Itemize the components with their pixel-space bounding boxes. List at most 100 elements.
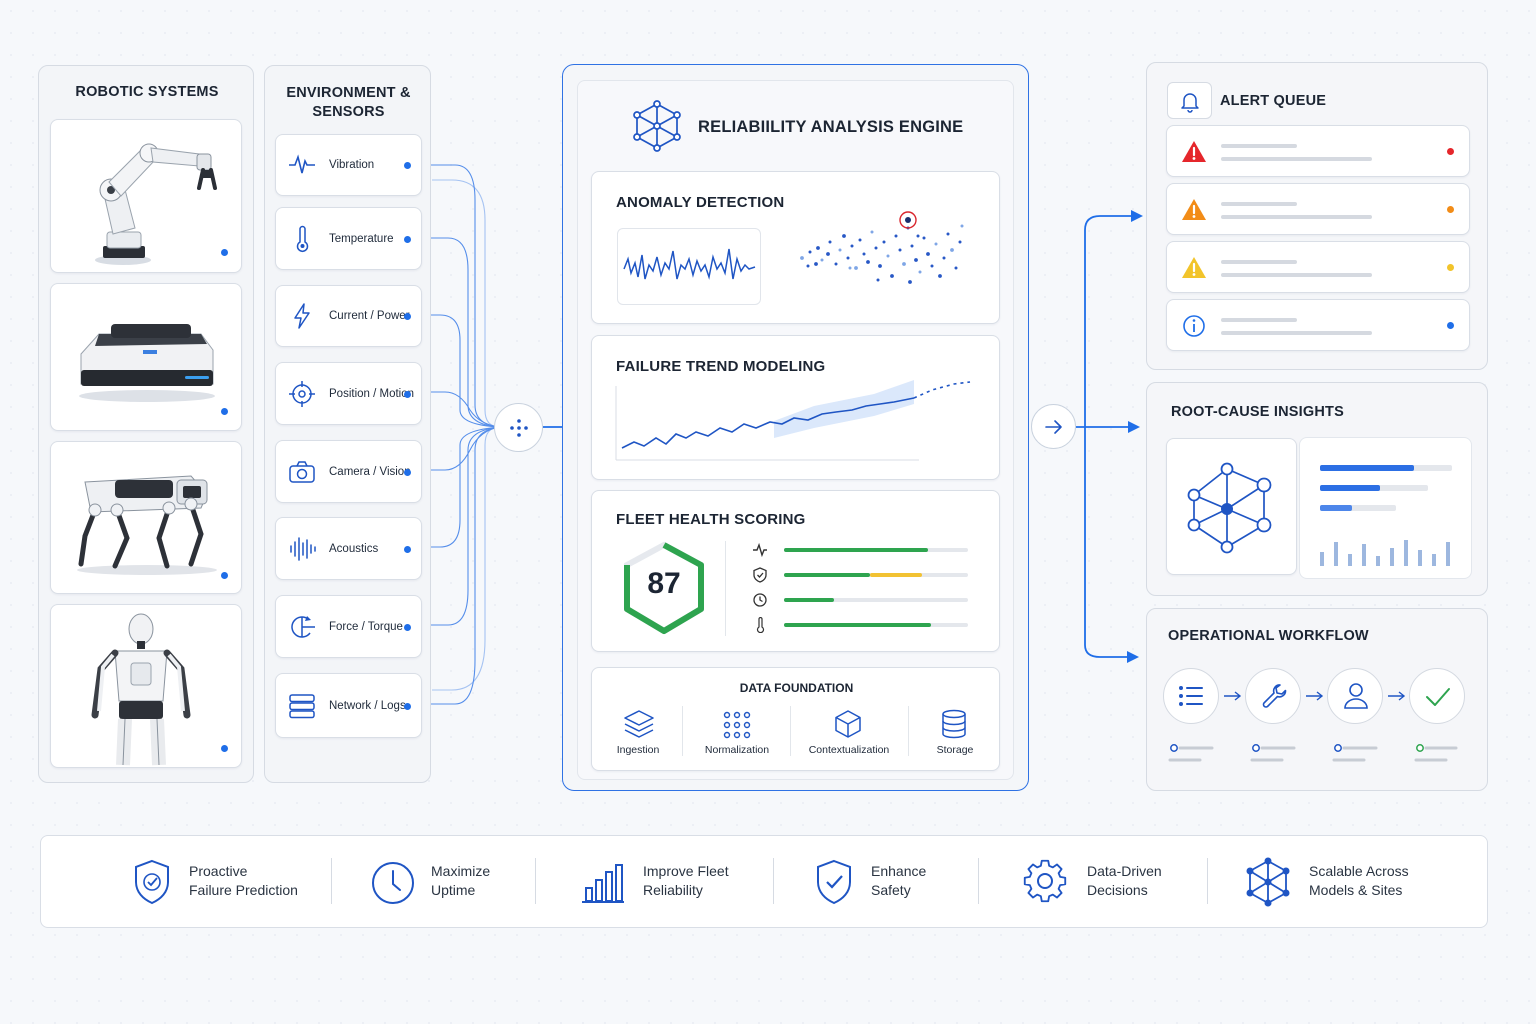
sensor-network-logs[interactable]: Network / Logs — [275, 673, 422, 738]
scatter-point — [934, 242, 938, 246]
metric-bar — [1320, 505, 1352, 511]
scatter-point — [834, 262, 838, 266]
scatter-point — [914, 258, 918, 262]
divider — [773, 858, 774, 904]
network-icon — [1246, 857, 1290, 907]
robot-card-quadruped[interactable] — [50, 441, 242, 594]
scatter-point — [846, 256, 850, 260]
severity-dot — [1447, 322, 1454, 329]
anomaly-point — [905, 217, 911, 223]
scatter-point — [910, 244, 914, 248]
warning-triangle-icon — [1182, 199, 1206, 220]
sensor-acoustics[interactable]: Acoustics — [275, 517, 422, 580]
robot-card-arm[interactable] — [50, 119, 242, 273]
health-bars — [742, 539, 982, 639]
foundation-label-storage: Storage — [936, 744, 974, 756]
data-foundation-card[interactable]: DATA FOUNDATION Ingestion Normalization … — [591, 667, 1000, 771]
scatter-point — [922, 236, 926, 240]
grid-dots-icon — [723, 711, 751, 739]
sensor-temperature[interactable]: Temperature — [275, 207, 422, 270]
health-score-hexagon — [624, 541, 704, 635]
sensor-label: Vibration — [329, 159, 375, 171]
status-dot — [404, 469, 411, 476]
health-bar-fill — [784, 623, 932, 627]
sound-wave-icon — [290, 536, 316, 561]
benefit-line2: Reliability — [643, 882, 703, 898]
divider — [725, 541, 726, 636]
scatter-point — [938, 274, 942, 278]
workflow-step-complete[interactable] — [1409, 668, 1465, 724]
torque-icon — [291, 615, 315, 638]
alert-item-critical[interactable] — [1166, 125, 1470, 177]
scatter-point — [828, 240, 832, 244]
gear-icon — [1023, 859, 1067, 903]
scatter-point — [916, 234, 920, 238]
anomaly-highlight-ring — [899, 211, 917, 229]
workflow-step-repair[interactable] — [1245, 668, 1301, 724]
scatter-point — [908, 280, 912, 284]
sensor-force-torque[interactable]: Force / Torque — [275, 595, 422, 658]
scatter-point — [930, 264, 934, 268]
root-cause-metrics-card[interactable] — [1299, 437, 1472, 579]
health-bar-fill — [784, 548, 928, 552]
robot-card-amr[interactable] — [50, 283, 242, 431]
benefit-line1: Data-Driven — [1087, 863, 1162, 879]
shield-check-icon — [135, 859, 169, 905]
sensors-title-line2: SENSORS — [312, 104, 385, 120]
sensor-vibration[interactable]: Vibration — [275, 134, 422, 196]
shield-icon — [753, 567, 767, 583]
cube-icon — [835, 710, 861, 738]
sensor-label: Temperature — [329, 232, 394, 245]
scatter-point — [890, 274, 894, 278]
workflow-step-assign[interactable] — [1327, 668, 1383, 724]
sensor-position-motion[interactable]: Position / Motion — [275, 362, 422, 425]
lightning-icon — [294, 303, 310, 329]
workflow-arrows — [1224, 691, 1406, 701]
placeholder-line — [1221, 202, 1297, 206]
root-cause-graph-card[interactable] — [1166, 438, 1297, 575]
status-dot — [221, 745, 228, 752]
anomaly-detection-card[interactable]: ANOMALY DETECTION — [591, 171, 1000, 324]
camera-icon — [289, 460, 315, 483]
sensor-current-power[interactable]: Current / Power — [275, 285, 422, 347]
waveform-chart — [617, 228, 761, 305]
benefit-line2: Safety — [871, 882, 911, 898]
robot-card-humanoid[interactable] — [50, 604, 242, 768]
health-score-value: 87 — [647, 567, 681, 600]
alert-queue-title: ALERT QUEUE — [1220, 93, 1327, 109]
status-dot — [404, 391, 411, 398]
failure-trend-card[interactable]: FAILURE TREND MODELING — [591, 335, 1000, 480]
alert-item-info[interactable] — [1166, 299, 1470, 351]
scatter-point — [958, 240, 962, 244]
status-dot — [221, 572, 228, 579]
clock-icon — [753, 593, 767, 607]
placeholder-line — [1221, 331, 1372, 335]
placeholder-line — [1221, 144, 1297, 148]
divider — [682, 706, 683, 756]
scatter-point — [816, 246, 820, 250]
scatter-point — [800, 256, 804, 260]
placeholder-line — [1221, 273, 1372, 277]
waveform-line — [623, 248, 756, 280]
placeholder-line — [1221, 260, 1297, 264]
info-icon — [1183, 315, 1205, 337]
thermometer-icon — [756, 617, 765, 633]
alert-item-caution[interactable] — [1166, 241, 1470, 293]
scatter-point — [954, 266, 958, 270]
scatter-point — [862, 252, 866, 256]
crosshair-icon — [289, 380, 315, 407]
fleet-health-card[interactable]: FLEET HEALTH SCORING 87 — [591, 490, 1000, 652]
severity-dot — [1447, 264, 1454, 271]
causal-graph-icon — [1187, 462, 1272, 554]
workflow-step-list[interactable] — [1163, 668, 1219, 724]
sensor-camera-vision[interactable]: Camera / Vision — [275, 440, 422, 503]
bar-chart-icon — [582, 864, 624, 903]
scatter-point — [866, 260, 870, 264]
placeholder-line — [1221, 318, 1297, 322]
robotic-arm-illustration — [95, 143, 217, 265]
data-foundation-title: DATA FOUNDATION — [739, 681, 854, 695]
alert-item-warning[interactable] — [1166, 183, 1470, 235]
